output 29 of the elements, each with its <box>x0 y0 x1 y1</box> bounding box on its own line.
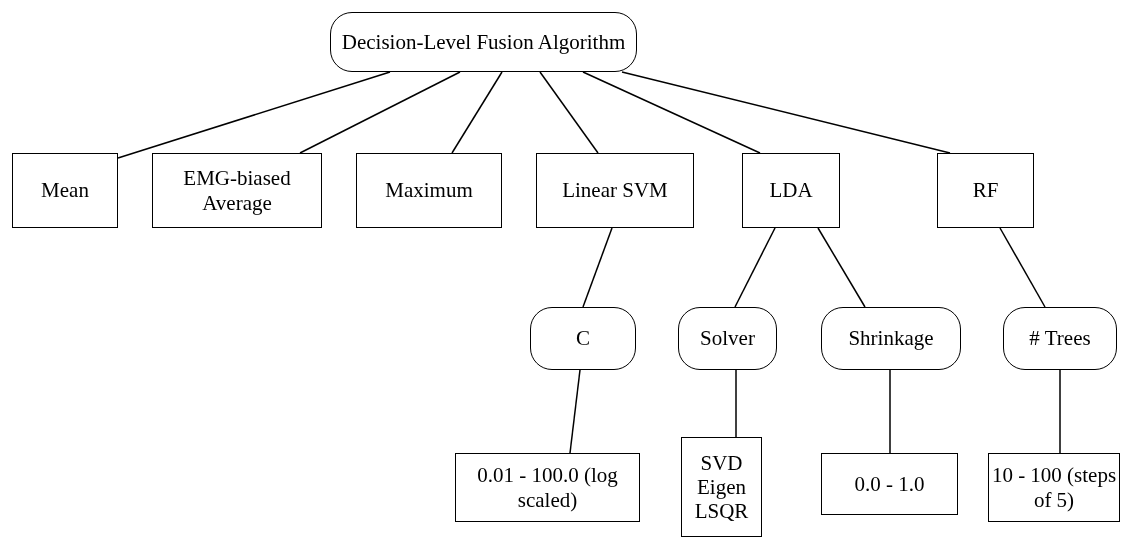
connector-line <box>582 227 613 308</box>
method-box: LDA <box>742 153 840 228</box>
connector-line <box>582 71 761 154</box>
connector-line <box>621 71 951 154</box>
connector-line <box>569 369 581 454</box>
method-box: Linear SVM <box>536 153 694 228</box>
leaf-box: Maximum <box>356 153 502 228</box>
connector-line <box>117 71 391 159</box>
connector-line <box>889 369 891 454</box>
parameter-node: Shrinkage <box>821 307 961 370</box>
range-box: 0.01 - 100.0 (log scaled) <box>455 453 640 522</box>
method-box: RF <box>937 153 1034 228</box>
connector-line <box>299 71 461 154</box>
range-box: 10 - 100 (steps of 5) <box>988 453 1120 522</box>
option-box: SVD Eigen LSQR <box>681 437 762 537</box>
parameter-node: C <box>530 307 636 370</box>
leaf-box: EMG-biased Average <box>152 153 322 228</box>
leaf-box: Mean <box>12 153 118 228</box>
connector-line <box>539 71 599 154</box>
root-node: Decision-Level Fusion Algorithm <box>330 12 637 72</box>
connector-line <box>1059 369 1061 454</box>
connector-line <box>734 227 776 308</box>
parameter-node: Solver <box>678 307 777 370</box>
connector-line <box>451 71 503 154</box>
connector-line <box>735 369 737 438</box>
connector-line <box>999 227 1046 308</box>
range-box: 0.0 - 1.0 <box>821 453 958 515</box>
connector-line <box>817 227 866 308</box>
parameter-node: # Trees <box>1003 307 1117 370</box>
